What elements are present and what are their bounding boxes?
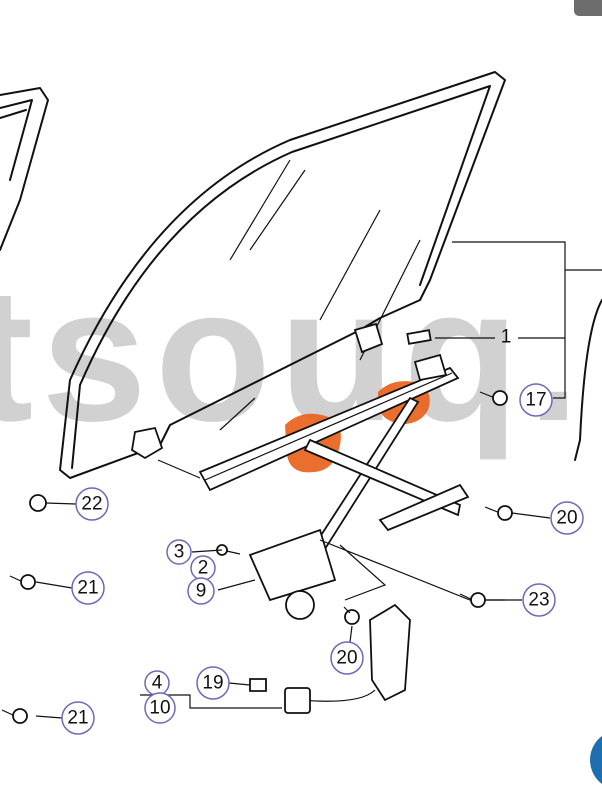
door-frame (0, 87, 49, 251)
svg-text:4: 4 (152, 673, 163, 694)
callout-10[interactable]: 10 (144, 692, 176, 724)
svg-text:21: 21 (67, 708, 88, 729)
callout-4[interactable]: 4 (144, 670, 170, 696)
door-glass (59, 71, 506, 479)
part-1-leader (406, 241, 602, 399)
callout-22[interactable]: 22 (75, 487, 109, 521)
leader-lines (35, 502, 551, 719)
corner-button[interactable] (574, 0, 602, 16)
svg-text:21: 21 (77, 578, 98, 599)
svg-text:9: 9 (196, 581, 207, 602)
door-frame-right (574, 299, 602, 461)
svg-text:22: 22 (81, 494, 102, 515)
svg-text:2: 2 (198, 558, 209, 579)
svg-text:20: 20 (556, 508, 577, 529)
svg-text:1: 1 (501, 327, 512, 348)
callout-21-lower[interactable]: 21 (61, 701, 95, 735)
regulator-motor (284, 603, 411, 714)
svg-text:17: 17 (525, 390, 546, 411)
callout-23[interactable]: 23 (522, 583, 556, 617)
callout-20-upper[interactable]: 20 (550, 501, 584, 535)
callout-17[interactable]: 17 (519, 383, 553, 417)
bolts (1, 390, 513, 724)
svg-text:19: 19 (202, 673, 223, 694)
corner-blue-button[interactable] (590, 730, 602, 790)
callout-19[interactable]: 19 (196, 666, 230, 700)
callout-9[interactable]: 9 (187, 577, 215, 605)
callout-3[interactable]: 3 (166, 539, 192, 565)
svg-text:20: 20 (336, 648, 357, 669)
callout-21-upper[interactable]: 21 (71, 571, 105, 605)
callout-20-lower[interactable]: 20 (330, 641, 364, 675)
svg-text:23: 23 (528, 590, 549, 611)
callout-2[interactable]: 2 (190, 555, 216, 581)
svg-text:10: 10 (149, 698, 170, 719)
svg-text:3: 3 (174, 542, 185, 563)
callout-1[interactable]: 1 (501, 327, 512, 348)
window-regulator (157, 353, 505, 620)
